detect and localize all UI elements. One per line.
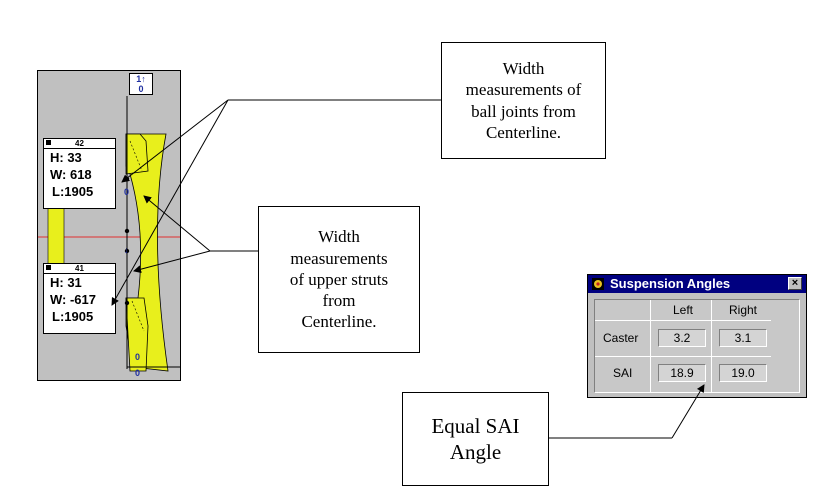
rear-marker-value: 0 <box>138 84 144 94</box>
col-header-right: Right <box>728 303 757 317</box>
bottom-wheel-measurements: 41 H: 31 W: -617 L:1905 <box>43 263 116 334</box>
top-wheel-measurements: 42 H: 33 W: 618 L:1905 <box>43 138 116 209</box>
down-arrow-icon: ↓ <box>124 245 129 255</box>
top-wheel-tag: 0 <box>124 187 130 197</box>
wheel-id: 42 <box>75 139 84 148</box>
row-label-caster: Caster <box>603 331 639 345</box>
window-title-bar[interactable]: Suspension Angles × <box>588 275 806 293</box>
upper-struts-callout: Width measurements of upper struts from … <box>258 206 420 353</box>
selector-icon <box>46 140 51 145</box>
close-button[interactable]: × <box>788 277 802 290</box>
length-value: L:1905 <box>52 309 94 324</box>
sai-left-value: 18.9 <box>658 364 706 382</box>
height-value: H: 33 <box>50 150 82 165</box>
ball-joints-callout: Width measurements of ball joints from C… <box>441 42 606 159</box>
sai-callout: Equal SAI Angle <box>402 392 549 486</box>
wheel-graphic <box>38 96 180 372</box>
caster-left-value: 3.2 <box>658 329 706 347</box>
suspension-app-icon <box>592 278 604 290</box>
length-value: L:1905 <box>52 184 94 199</box>
width-value: W: 618 <box>50 167 92 182</box>
left-wheel-band <box>47 205 65 267</box>
suspension-angles-window: Suspension Angles × Left Right Caster 3.… <box>587 274 807 398</box>
width-value: W: -617 <box>50 292 96 307</box>
col-header-left: Left <box>672 303 693 317</box>
height-value: H: 31 <box>50 275 82 290</box>
rear-marker-arrow: 1↑ <box>136 74 146 84</box>
selector-icon <box>46 265 51 270</box>
rear-axle-marker: 1↑ 0 <box>129 73 153 95</box>
axis-tag: 0 <box>135 352 141 362</box>
caster-right-value: 3.1 <box>719 329 767 347</box>
axis-tag: 0 <box>135 368 141 378</box>
alignment-diagram: 1↑ 0 42 H: 33 W: 618 L:1905 0 41 H: 31 W… <box>37 70 181 381</box>
angles-grid: Left Right Caster 3.2 3.1 SAI 18.9 19.0 <box>594 299 800 393</box>
sai-right-value: 19.0 <box>719 364 767 382</box>
wheel-id: 41 <box>75 264 84 273</box>
window-title: Suspension Angles <box>610 276 731 291</box>
row-label-sai: SAI <box>613 366 633 380</box>
